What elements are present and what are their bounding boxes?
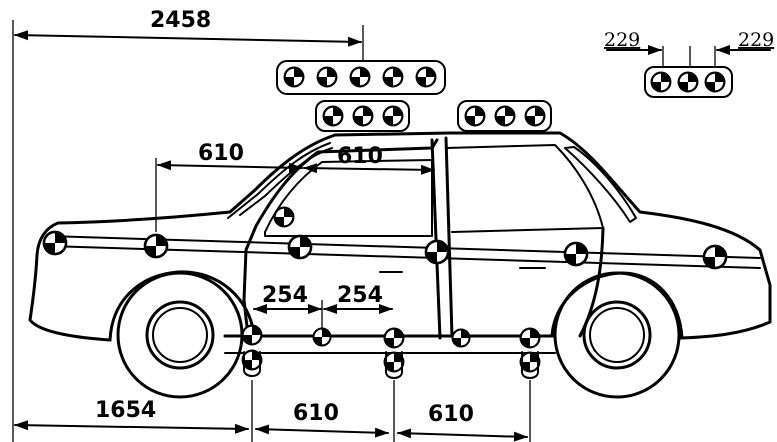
dim-sill-first: 254 xyxy=(262,283,308,308)
detail-pod xyxy=(644,66,733,98)
dim-upper-front: 610 xyxy=(198,141,244,166)
roof-pod-rear xyxy=(457,100,552,132)
dim-roof-spacing-right: 229 xyxy=(738,29,774,51)
dim-lower-first: 610 xyxy=(293,401,339,426)
sill-targets xyxy=(241,324,541,379)
roof-pod-front xyxy=(315,100,410,132)
roof-pod-large xyxy=(276,60,446,95)
dim-upper-rear: 610 xyxy=(337,144,383,169)
body-targets xyxy=(42,206,728,270)
dim-roof-spacing-left: 229 xyxy=(604,29,640,51)
dimension-lines xyxy=(14,25,771,442)
dim-sill-second: 254 xyxy=(337,283,383,308)
dim-overall-to-roof: 2458 xyxy=(150,8,211,33)
dim-front-to-sill: 1654 xyxy=(95,398,156,423)
dim-lower-second: 610 xyxy=(428,402,474,427)
